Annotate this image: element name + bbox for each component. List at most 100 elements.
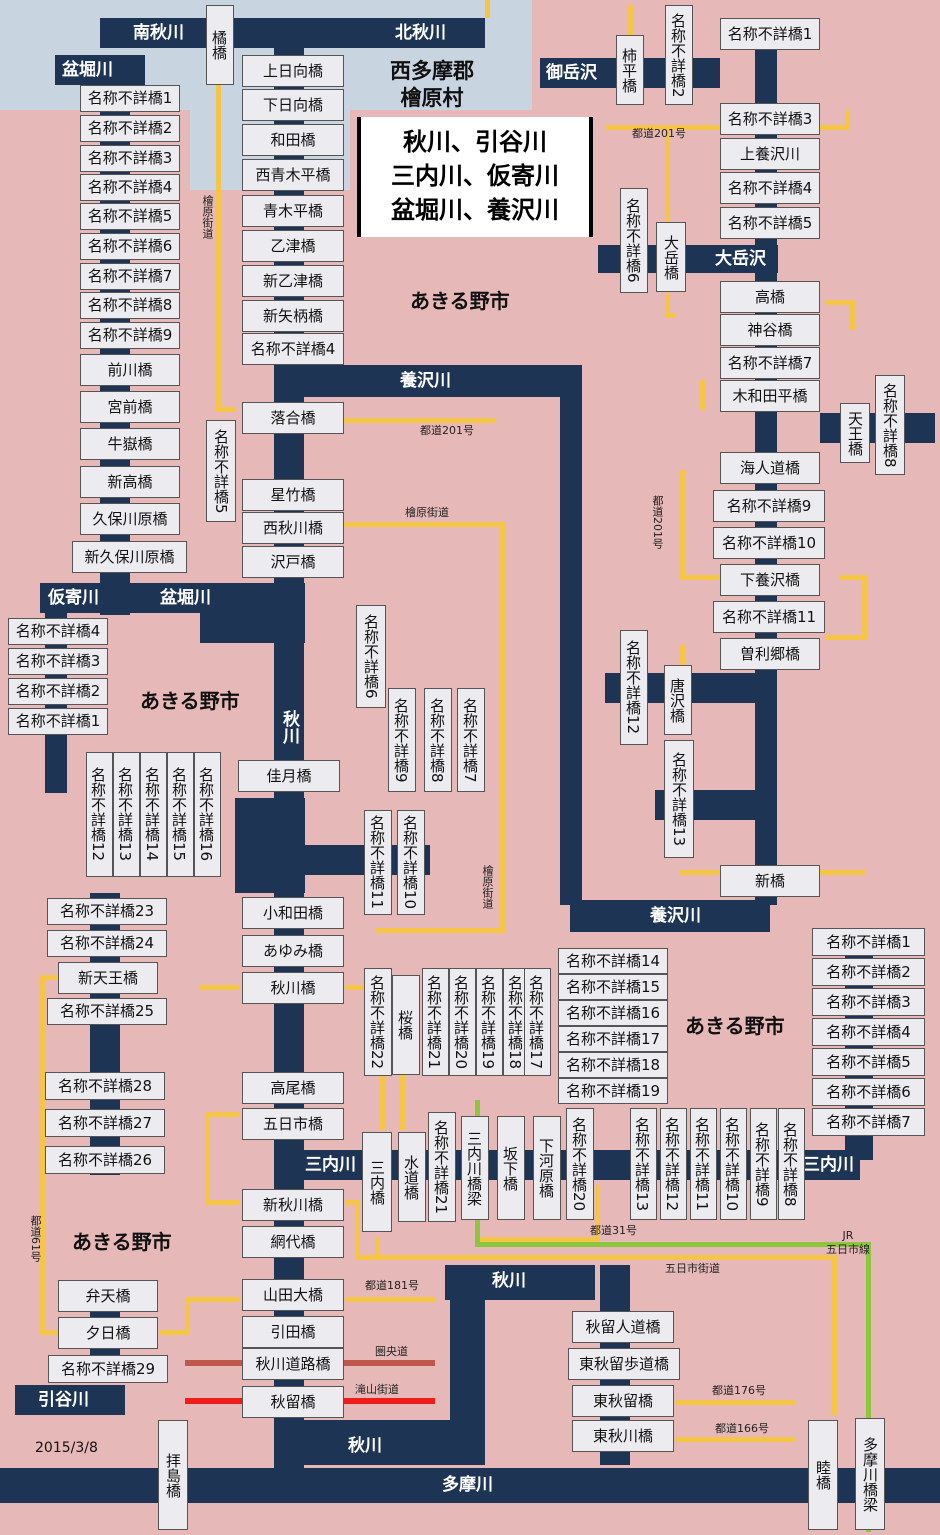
road-segment bbox=[832, 1255, 837, 1415]
bridge-label: 名称不詳橋21 bbox=[422, 968, 449, 1076]
bridge-label: 下河原橋 bbox=[533, 1116, 561, 1220]
bridge-label: 名称不詳橋4 bbox=[8, 618, 108, 645]
bridge-label: 名称不詳橋13 bbox=[664, 740, 694, 858]
bridge-label: 桜橋 bbox=[392, 975, 420, 1075]
bridge-label: 名称不詳橋19 bbox=[558, 1078, 668, 1104]
bridge-label: 高尾橋 bbox=[242, 1072, 344, 1104]
bridge-label: 名称不詳橋15 bbox=[167, 752, 194, 877]
river-label: 大岳沢 bbox=[715, 249, 766, 269]
city-label: あきる野市 bbox=[140, 689, 240, 713]
bridge-label: 東秋川橋 bbox=[572, 1420, 674, 1452]
bridge-label: 名称不詳橋2 bbox=[8, 678, 108, 705]
river-label: 秋川 bbox=[492, 1271, 526, 1291]
bridge-label: 下養沢橋 bbox=[720, 564, 820, 596]
bridge-label: 名称不詳橋2 bbox=[812, 958, 925, 986]
road-segment bbox=[380, 1075, 385, 1130]
road-segment bbox=[480, 1237, 600, 1242]
road-segment bbox=[205, 1200, 240, 1205]
region-label: 西多摩郡 檜原村 bbox=[390, 59, 474, 110]
bridge-label: 新高橋 bbox=[80, 466, 180, 498]
road-label: 都道61号 bbox=[29, 1215, 42, 1262]
road-segment bbox=[825, 635, 865, 640]
bridge-label: 名称不詳橋1 bbox=[8, 708, 108, 735]
bridge-label: 名称不詳橋14 bbox=[558, 948, 668, 974]
bridge-label: 名称不詳橋10 bbox=[720, 1108, 747, 1220]
road-segment bbox=[665, 293, 670, 313]
river-segment bbox=[55, 55, 145, 85]
bridge-label: 名称不詳橋2 bbox=[665, 5, 693, 105]
bridge-label: 名称不詳橋4 bbox=[80, 174, 180, 201]
road-segment bbox=[340, 522, 505, 527]
road-segment bbox=[628, 5, 633, 35]
bridge-label: 多摩川橋梁 bbox=[855, 1418, 885, 1530]
road-segment bbox=[205, 1112, 210, 1202]
bridge-label: 橘橋 bbox=[206, 5, 234, 85]
bridge-label: 五日市橋 bbox=[242, 1108, 344, 1140]
road-segment bbox=[840, 575, 865, 580]
bridge-label: 名称不詳橋7 bbox=[457, 688, 485, 792]
title-line-1: 秋川、引谷川 bbox=[403, 128, 547, 156]
river-label: 北秋川 bbox=[395, 23, 446, 43]
title-box: 秋川、引谷川 三内川、仮寄川 盆堀川、養沢川 bbox=[357, 117, 593, 237]
road-segment bbox=[375, 928, 505, 933]
bridge-label: 名称不詳橋7 bbox=[80, 263, 180, 290]
bridge-label: 名称不詳橋21 bbox=[428, 1112, 456, 1222]
bridge-label: 名称不詳橋10 bbox=[397, 810, 425, 915]
bridge-label: 名称不詳橋6 bbox=[80, 233, 180, 260]
river-label: 養沢川 bbox=[650, 906, 701, 926]
bridge-label: 名称不詳橋1 bbox=[80, 85, 180, 112]
bridge-label: 下日向橋 bbox=[242, 89, 344, 121]
road-label: 五日市街道 bbox=[665, 1262, 720, 1275]
river-label: 多摩川 bbox=[442, 1475, 493, 1495]
road-segment bbox=[675, 1400, 795, 1405]
river-label: 仮寄川 bbox=[48, 588, 99, 608]
road-label: 都道201号 bbox=[632, 127, 686, 140]
bridge-label: 新乙津橋 bbox=[242, 265, 344, 297]
river-label: 三内川 bbox=[803, 1155, 854, 1175]
road-label: 檜原街道 bbox=[201, 195, 214, 239]
bridge-label: 青木平橋 bbox=[242, 195, 344, 227]
bridge-label: 名称不詳橋20 bbox=[449, 968, 476, 1076]
bridge-label: 名称不詳橋12 bbox=[660, 1108, 687, 1220]
bridge-label: 前川橋 bbox=[80, 354, 180, 386]
bridge-label: 名称不詳橋20 bbox=[566, 1108, 594, 1220]
road-segment bbox=[200, 985, 240, 990]
road-label: 圏央道 bbox=[375, 1345, 408, 1358]
bridge-label: 名称不詳橋7 bbox=[812, 1108, 925, 1136]
river-label: 御岳沢 bbox=[546, 63, 597, 83]
bridge-label: 山田大橋 bbox=[242, 1279, 344, 1311]
bridge-label: 名称不詳橋25 bbox=[47, 998, 167, 1025]
bridge-label: 名称不詳橋16 bbox=[194, 752, 221, 877]
bridge-label: 名称不詳橋27 bbox=[45, 1109, 165, 1137]
bridge-label: 名称不詳橋9 bbox=[750, 1108, 777, 1220]
bridge-label: 弁天橋 bbox=[58, 1280, 158, 1312]
road-segment bbox=[595, 1185, 600, 1240]
bridge-label: 海人道橋 bbox=[720, 452, 820, 484]
bridge-label: 乙津橋 bbox=[242, 230, 344, 262]
road-segment bbox=[40, 1330, 60, 1335]
road-segment bbox=[345, 985, 370, 990]
road-segment bbox=[345, 1200, 360, 1205]
rail-label: JR 五日市線 bbox=[826, 1229, 870, 1256]
road-label: 都道181号 bbox=[365, 1279, 419, 1292]
bridge-label: 星竹橋 bbox=[242, 479, 344, 511]
road-segment bbox=[355, 1255, 835, 1260]
city-label: あきる野市 bbox=[685, 1014, 785, 1038]
bridge-label: 名称不詳橋16 bbox=[558, 1000, 668, 1026]
bridge-label: 名称不詳橋5 bbox=[80, 203, 180, 230]
bridge-label: 名称不詳橋9 bbox=[388, 688, 416, 792]
city-label: あきる野市 bbox=[410, 289, 510, 313]
road-label: 都道31号 bbox=[590, 1224, 637, 1237]
bridge-label: 水道橋 bbox=[398, 1132, 426, 1222]
road-segment bbox=[680, 645, 685, 670]
bridge-label: 三内橋 bbox=[362, 1132, 392, 1232]
bridge-label: 名称不詳橋14 bbox=[140, 752, 167, 877]
bridge-label: 柿平橋 bbox=[616, 35, 644, 105]
bridge-label: 新天王橋 bbox=[58, 962, 158, 994]
bridge-label: 宮前橋 bbox=[80, 391, 180, 423]
bridge-label: 名称不詳橋2 bbox=[80, 115, 180, 142]
bridge-label: 西青木平橋 bbox=[242, 159, 344, 191]
road-label: 都道201号 bbox=[420, 424, 474, 437]
river-label: 三内川 bbox=[305, 1155, 356, 1175]
